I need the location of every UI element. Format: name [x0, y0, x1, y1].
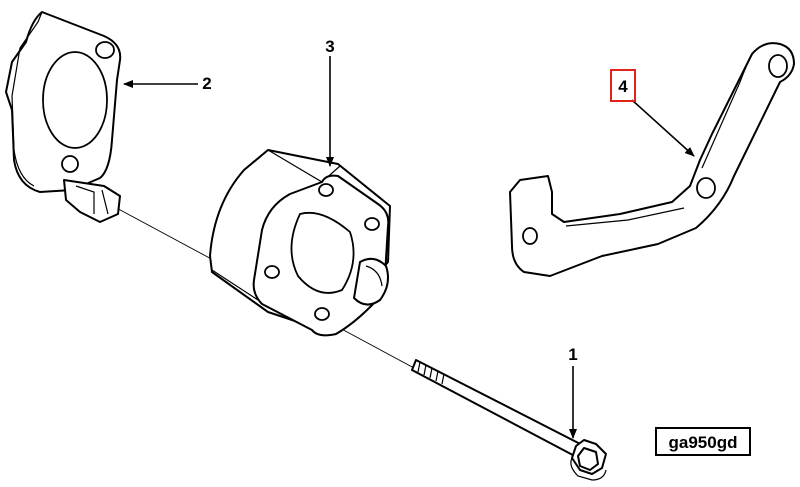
callout-3: 3	[325, 37, 334, 56]
callout-1: 1	[568, 345, 577, 364]
part-1-bolt	[411, 359, 607, 481]
part-3-spacer	[209, 149, 391, 337]
leader-arrow-4	[631, 99, 695, 157]
callout-2: 2	[202, 74, 211, 93]
reference-code-box	[655, 427, 751, 456]
callout-4: 4	[618, 77, 628, 96]
part-4-bracket	[509, 42, 795, 277]
callout-4-highlight-box	[610, 69, 636, 102]
part-2-flange	[5, 11, 122, 223]
reference-code-label: ga950gd	[669, 433, 738, 452]
